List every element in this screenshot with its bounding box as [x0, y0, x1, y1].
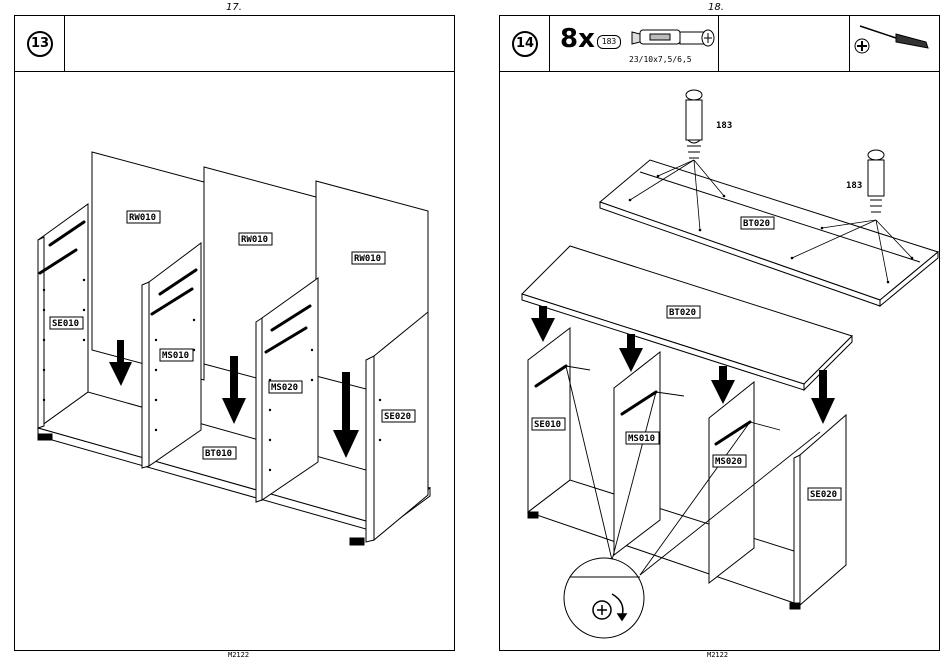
callout-label: 183	[846, 181, 862, 191]
part-label: MS020	[715, 457, 742, 467]
part-label: SE010	[534, 420, 561, 430]
part-label: SE020	[810, 490, 837, 500]
part-label: BT020	[669, 308, 696, 318]
detail-circle	[564, 558, 644, 638]
callout-label: 183	[716, 121, 732, 131]
down-arrow-icon	[811, 398, 835, 424]
side-panel-right	[800, 415, 846, 605]
divider-2	[709, 382, 754, 583]
part-label: BT020	[743, 219, 770, 229]
down-arrow-icon	[531, 318, 555, 342]
cam-dowel-icon	[632, 30, 714, 46]
phillips-head-icon	[855, 39, 869, 53]
part-label: MS010	[628, 434, 655, 444]
screwdriver-icon	[860, 26, 928, 48]
